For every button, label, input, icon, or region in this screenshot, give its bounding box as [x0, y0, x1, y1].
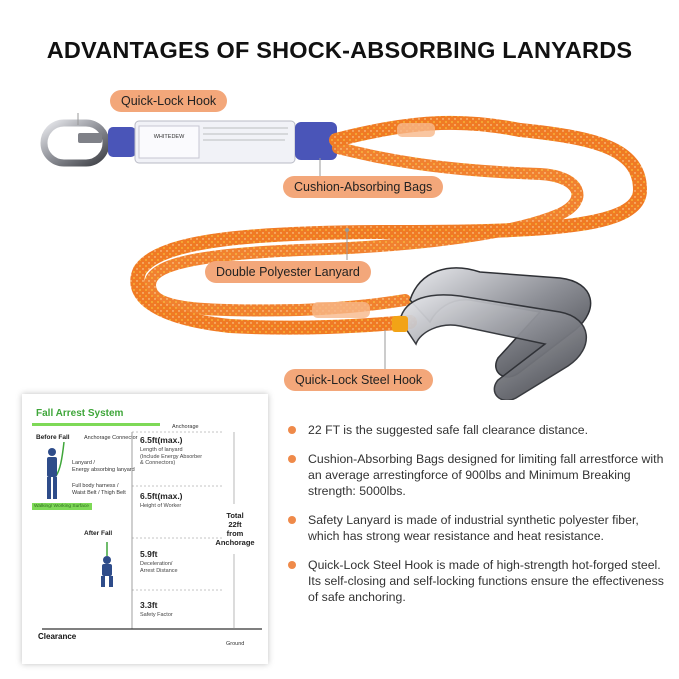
- anchorage-bar: [32, 423, 160, 426]
- bullet-dot-icon: [288, 426, 296, 434]
- callout-cushion-bags: Cushion-Absorbing Bags: [283, 176, 444, 198]
- lanyard-note: Lanyard / Energy absorbing lanyard: [72, 460, 135, 473]
- working-surface-label: Walking/ Working Surface: [32, 503, 92, 510]
- anchorage-label: Anchorage: [172, 424, 199, 430]
- worker-after-icon: [101, 542, 113, 587]
- list-item: Cushion-Absorbing Bags designed for limi…: [288, 451, 668, 499]
- page-title: ADVANTAGES OF SHOCK-ABSORBING LANYARDS: [46, 37, 633, 63]
- worker-before-icon: [47, 442, 65, 499]
- clearance-label: Clearance: [38, 632, 77, 641]
- total-distance: Total 22ft from Anchorage: [215, 511, 255, 547]
- lanyard-product-image: WHITEDEW: [40, 113, 648, 400]
- list-item: Quick-Lock Steel Hook is made of high-st…: [288, 557, 668, 605]
- list-item-text: Safety Lanyard is made of industrial syn…: [308, 513, 639, 543]
- anchorage-connector-label: Anchorage Connector: [84, 435, 138, 441]
- safety-factor-desc: Safety Factor: [140, 612, 173, 618]
- small-carabiner-icon: [40, 119, 110, 167]
- lanyard-length-value: 6.5ft(max.): [140, 435, 183, 445]
- list-item-text: Cushion-Absorbing Bags designed for limi…: [308, 452, 664, 498]
- measurement-lines: [42, 431, 262, 630]
- lanyard-length-desc: Length of lanyard (Include Energy Absorb…: [140, 447, 203, 466]
- list-item-text: 22 FT is the suggested safe fall clearan…: [308, 423, 589, 437]
- advantages-list: 22 FT is the suggested safe fall clearan…: [288, 422, 668, 618]
- safety-factor-value: 3.3ft: [140, 600, 158, 610]
- bullet-dot-icon: [288, 561, 296, 569]
- worker-height-desc: Height of Worker: [140, 503, 182, 509]
- arrest-distance-desc: Deceleration/ Arrest Distance: [140, 561, 178, 574]
- diagram-title: Fall Arrest System: [36, 408, 124, 419]
- list-item: 22 FT is the suggested safe fall clearan…: [288, 422, 668, 438]
- ground-label: Ground: [226, 641, 245, 647]
- bullet-dot-icon: [288, 455, 296, 463]
- list-item: Safety Lanyard is made of industrial syn…: [288, 512, 668, 544]
- shock-absorber-pack: WHITEDEW: [108, 120, 337, 164]
- list-item-text: Quick-Lock Steel Hook is made of high-st…: [308, 558, 664, 604]
- after-fall-label: After Fall: [84, 530, 113, 537]
- callout-double-lanyard: Double Polyester Lanyard: [205, 261, 371, 283]
- before-fall-label: Before Fall: [36, 434, 70, 441]
- absorber-brand: WHITEDEW: [154, 134, 185, 140]
- callout-quick-lock-hook: Quick-Lock Hook: [110, 90, 228, 112]
- harness-note: Full body harness / Waist Belt / Thigh B…: [72, 483, 126, 496]
- worker-height-value: 6.5ft(max.): [140, 491, 183, 501]
- arrest-distance-value: 5.9ft: [140, 549, 158, 559]
- fall-arrest-diagram: Fall Arrest System Anchorage Before Fall…: [22, 394, 268, 664]
- callout-steel-hook: Quick-Lock Steel Hook: [284, 369, 434, 391]
- steel-hook-icon: [392, 267, 592, 400]
- bullet-dot-icon: [288, 516, 296, 524]
